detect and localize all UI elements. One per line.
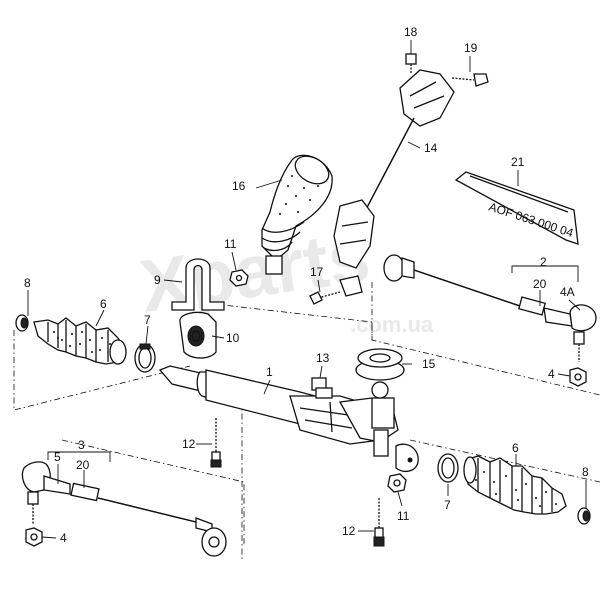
nut-lower — [387, 473, 407, 493]
rack-mount-bolt-upper — [210, 418, 222, 468]
shaft-boot — [261, 154, 333, 275]
callout-3: 3 — [78, 438, 85, 452]
callout-12-lower: 12 — [342, 524, 356, 538]
callout-5: 5 — [54, 450, 61, 464]
clamp-left — [15, 314, 29, 332]
callout-11-lower: 11 — [397, 509, 410, 523]
callout-8-left: 8 — [24, 276, 31, 290]
callout-labels: 1 2 3 4 4 4A 5 6 6 7 7 8 8 9 10 11 11 12… — [24, 25, 589, 545]
callout-13: 13 — [316, 351, 330, 365]
nut-upper — [229, 269, 249, 287]
tie-rod-nut-left — [25, 527, 43, 547]
callout-8-right: 8 — [582, 465, 589, 479]
callout-1: 1 — [266, 365, 273, 379]
callout-10: 10 — [226, 331, 240, 345]
callout-16: 16 — [232, 179, 246, 193]
rack-mount-bolt-lower — [373, 498, 385, 547]
mounting-rubber — [179, 311, 217, 359]
callout-7-right: 7 — [444, 498, 451, 512]
bolt-18 — [405, 53, 417, 74]
callout-14: 14 — [424, 141, 438, 155]
group-bracket-2 — [511, 265, 579, 282]
group-bracket-3 — [47, 451, 111, 462]
steering-rack-housing — [158, 365, 419, 473]
rack-boot-left — [33, 317, 127, 365]
callout-9: 9 — [154, 273, 161, 287]
clip — [311, 377, 333, 399]
mounting-bracket — [171, 258, 225, 311]
callout-15: 15 — [422, 357, 436, 371]
intermediate-shaft — [333, 69, 455, 297]
callout-6-left: 6 — [100, 297, 107, 311]
grease-tube: AOF 063 000 04 — [454, 171, 579, 245]
clamp-right — [577, 507, 591, 525]
tie-rod-assembly-left — [21, 461, 227, 557]
callout-12-upper: 12 — [182, 437, 196, 451]
clamp-ring-left — [134, 343, 156, 373]
dust-seal-ring — [355, 348, 405, 381]
tie-rod-nut-right — [569, 367, 587, 387]
callout-4-lower: 4 — [60, 531, 67, 545]
callout-7-left: 7 — [144, 313, 151, 327]
bolt-17 — [309, 291, 341, 305]
callout-11-upper: 11 — [224, 237, 237, 251]
watermark-domain: .com.ua — [350, 312, 434, 337]
callout-18: 18 — [404, 25, 418, 39]
callout-2: 2 — [540, 255, 547, 269]
callout-4A: 4A — [560, 285, 575, 299]
callout-4-upper: 4 — [548, 367, 555, 381]
callout-20-right: 20 — [533, 277, 547, 291]
bolt-19 — [451, 73, 489, 87]
leader-lines — [27, 40, 587, 539]
clamp-ring-right — [437, 453, 459, 483]
callout-6-right: 6 — [512, 441, 519, 455]
callout-20-left: 20 — [76, 458, 90, 472]
rack-boot-right — [463, 455, 567, 515]
callout-17: 17 — [310, 265, 324, 279]
tie-rod-assembly-right — [383, 254, 597, 362]
callout-21: 21 — [511, 155, 525, 169]
callout-19: 19 — [464, 41, 478, 55]
